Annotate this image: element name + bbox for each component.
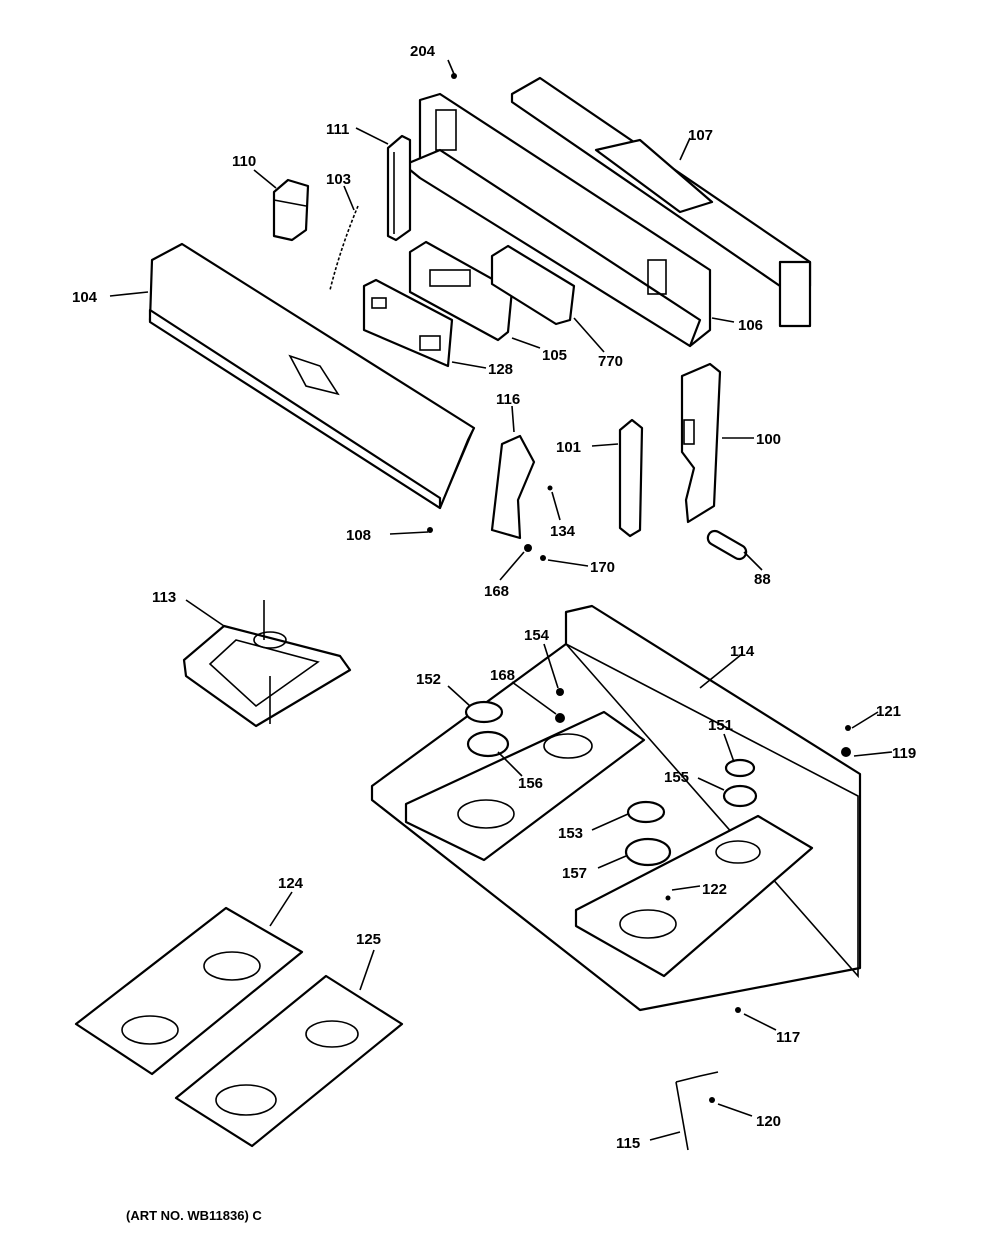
part-110-switch xyxy=(272,178,310,242)
label-117: 117 xyxy=(776,1029,800,1046)
label-119: 119 xyxy=(892,745,916,762)
label-110: 110 xyxy=(232,153,256,170)
part-114-cooktop xyxy=(370,604,862,1012)
label-115: 115 xyxy=(616,1135,640,1152)
label-156: 156 xyxy=(518,775,543,792)
part-101-bracket xyxy=(618,418,644,538)
part-128-overlay xyxy=(362,278,454,368)
label-770: 770 xyxy=(598,353,623,370)
label-124: 124 xyxy=(278,875,304,892)
part-116-bracket xyxy=(490,434,536,540)
label-106: 106 xyxy=(738,317,763,334)
label-108: 108 xyxy=(346,527,371,544)
label-88: 88 xyxy=(754,571,771,588)
label-151: 151 xyxy=(708,717,733,734)
part-88-knob xyxy=(706,529,748,561)
label-168-top: 168 xyxy=(484,583,509,600)
label-128: 128 xyxy=(488,361,513,378)
part-103-harness xyxy=(329,205,359,291)
label-168-cooktop: 168 xyxy=(490,667,515,684)
fasteners-top xyxy=(427,73,553,561)
label-111: 111 xyxy=(326,121,349,138)
label-154: 154 xyxy=(524,627,550,644)
label-134: 134 xyxy=(550,523,576,540)
part-125-drip-pan xyxy=(174,974,404,1148)
burners-and-caps xyxy=(464,688,851,1013)
label-204: 204 xyxy=(410,43,436,60)
label-100: 100 xyxy=(756,431,781,448)
label-105: 105 xyxy=(542,347,567,364)
label-155: 155 xyxy=(664,769,689,786)
label-121: 121 xyxy=(876,703,901,720)
art-number-footer: (ART NO. WB11836) C xyxy=(126,1208,262,1223)
part-107-top-cover xyxy=(510,76,812,328)
part-100-side-panel xyxy=(680,362,722,524)
part-labels: 204 111 107 110 103 104 106 128 105 770 … xyxy=(72,43,916,1223)
label-113: 113 xyxy=(152,589,176,606)
label-157: 157 xyxy=(562,865,587,882)
part-124-drip-pan xyxy=(74,906,304,1076)
label-125: 125 xyxy=(356,931,381,948)
label-170: 170 xyxy=(590,559,615,576)
part-105-clock xyxy=(408,240,514,342)
label-122: 122 xyxy=(702,881,727,898)
part-113-grate xyxy=(182,600,352,728)
label-104: 104 xyxy=(72,289,98,306)
part-104-control-panel xyxy=(148,242,476,510)
label-116: 116 xyxy=(496,391,520,408)
label-103: 103 xyxy=(326,171,351,188)
label-107: 107 xyxy=(688,127,713,144)
leader-lines xyxy=(109,59,893,1141)
part-106-backsplash xyxy=(402,92,712,348)
label-114: 114 xyxy=(730,643,755,660)
label-101: 101 xyxy=(556,439,581,456)
label-152: 152 xyxy=(416,671,441,688)
label-153: 153 xyxy=(558,825,583,842)
part-111-bracket xyxy=(386,134,412,242)
part-770-board xyxy=(490,244,576,326)
part-115-rod xyxy=(675,1071,719,1151)
label-120: 120 xyxy=(756,1113,781,1130)
